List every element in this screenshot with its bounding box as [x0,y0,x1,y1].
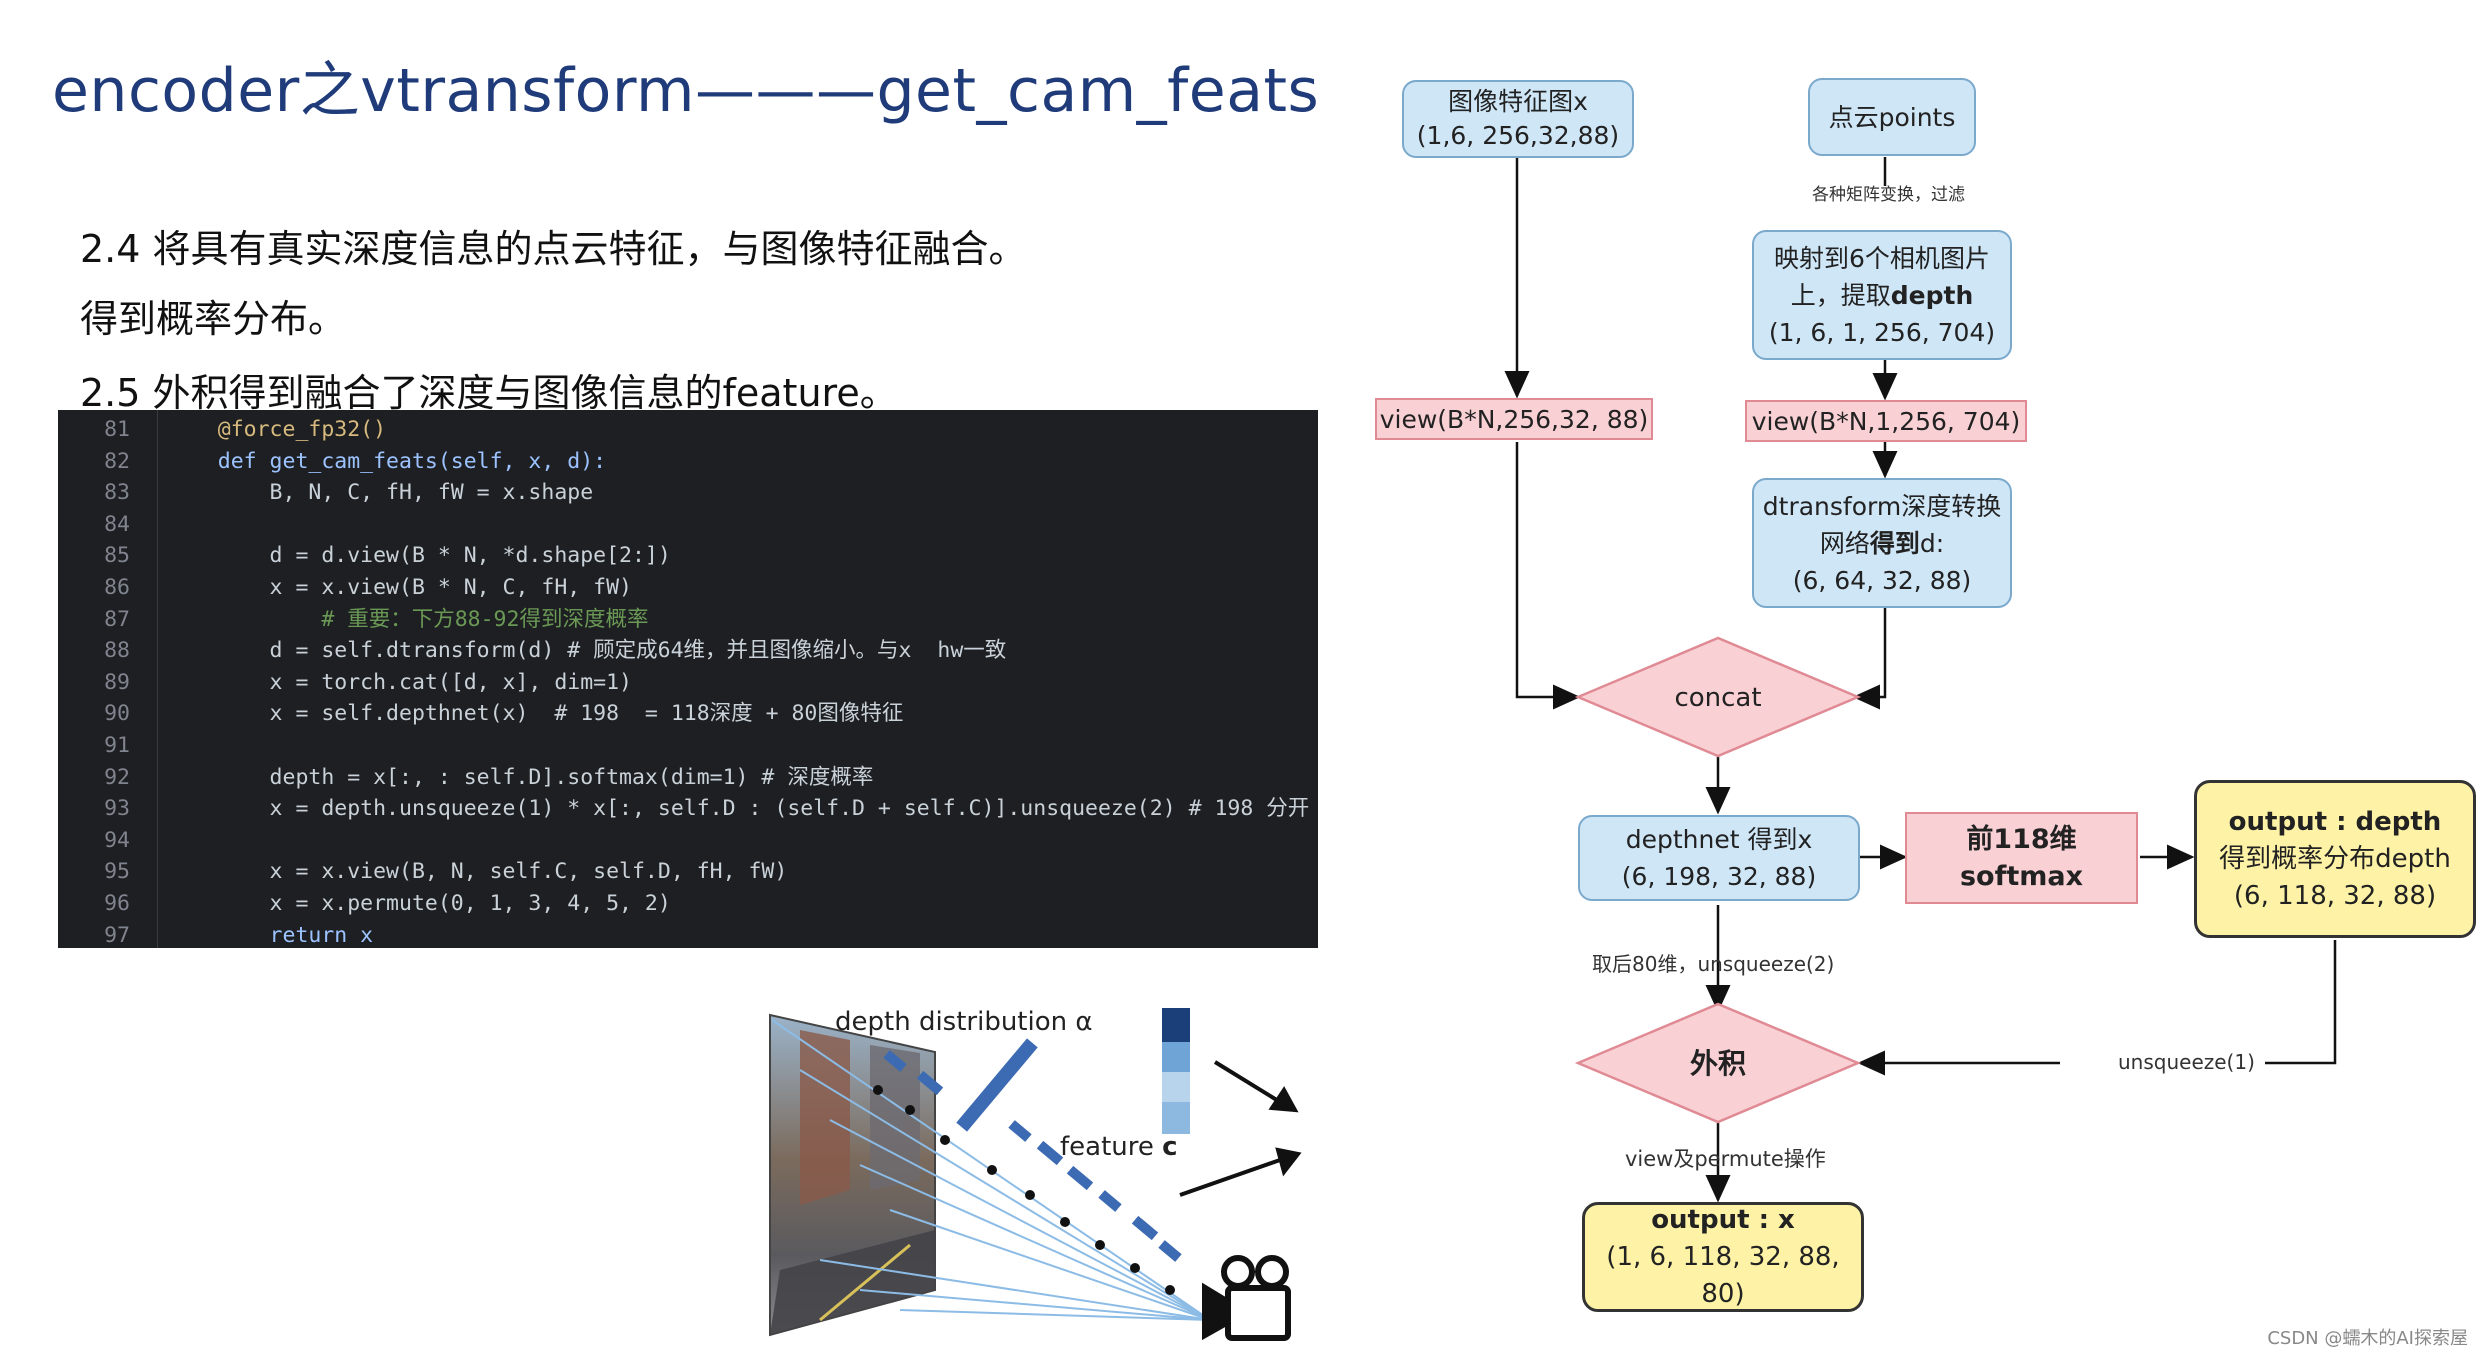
note-transform: 各种矩阵变换，过滤 [1812,185,1965,205]
line-number: 97 [104,922,130,948]
code-text: d = d.view(B * N, *d.shape[2:]) [166,543,671,569]
line-number: 86 [104,575,130,600]
code-line: 85 d = d.view(B * N, *d.shape[2:]) [58,540,1318,572]
line-number: 95 [104,859,130,885]
line-number: 88 [104,638,130,664]
code-line: 86 x = x.view(B * N, C, fH, fW) [58,572,1318,604]
concat-label: concat [1674,682,1762,713]
code-line: 83 B, N, C, fH, fW = x.shape [58,477,1318,509]
code-gutter [58,410,158,948]
code-line: 95 x = x.view(B, N, self.C, self.D, fH, … [58,856,1318,888]
page-title: encoder之vtransform———get_cam_feats [52,56,1320,126]
line-number: 83 [104,480,130,506]
node-view-left: view(B*N,256,32, 88) [1375,398,1653,440]
code-line: 89 x = torch.cat([d, x], dim=1) [58,667,1318,699]
bullet-2-4: 2.4 将具有真实深度信息的点云特征，与图像特征融合。 [80,227,1027,271]
code-line: 81 @force_fp32() [58,414,1318,446]
depth-distribution-label: depth distribution α [835,1007,1093,1037]
node-depthnet: depthnet 得到x (6, 198, 32, 88) [1578,815,1860,901]
note-take80: 取后80维，unsqueeze(2) [1592,952,1835,976]
code-line: 84 [58,509,1318,541]
line-number: 93 [104,796,130,822]
code-line: 92 depth = x[:, : self.D].softmax(dim=1)… [58,762,1318,794]
code-line: 87 # 重要：下方88-92得到深度概率 [58,604,1318,636]
line-number: 91 [104,733,130,758]
node-image-feature: 图像特征图x (1,6, 256,32,88) [1402,80,1634,158]
line-number: 96 [104,891,130,916]
feature-cell-3 [1162,1072,1190,1102]
code-line: 91 [58,730,1318,762]
feature-cell-1 [1162,1008,1190,1042]
line-number: 82 [104,448,130,474]
outer-product-diamond [1574,1002,1862,1124]
node-output-x: output : x (1, 6, 118, 32, 88, 80) [1582,1202,1864,1312]
code-text: @force_fp32() [166,417,387,442]
node-project-depth: 映射到6个相机图片 上，提取depth (1, 6, 1, 256, 704) [1752,230,2012,360]
code-text: return x [166,922,374,948]
bullet-probability: 得到概率分布。 [80,297,347,341]
code-text: x = x.view(B, N, self.C, self.D, fH, fW) [166,859,788,885]
depth-distribution-illustration: depth distribution α feature c [769,1007,1302,1341]
node-dtransform: dtransform深度转换 网络得到d: (6, 64, 32, 88) [1752,478,2012,608]
code-line: 93 x = depth.unsqueeze(1) * x[:, self.D … [58,793,1318,825]
code-line: 88 d = self.dtransform(d) # 顾定成64维，并且图像缩… [58,635,1318,667]
feature-cell-4 [1162,1102,1190,1134]
node-view-right: view(B*N,1,256, 704) [1745,400,2027,442]
code-text: x = self.depthnet(x) # 198 = 118深度 + 80图… [166,701,904,727]
node-output-depth: output : depth 得到概率分布depth (6, 118, 32, … [2194,780,2476,938]
code-line: 94 [58,825,1318,857]
code-text: d = self.dtransform(d) # 顾定成64维，并且图像缩小。与… [166,638,1007,664]
code-line: 82 def get_cam_feats(self, x, d): [58,446,1318,478]
note-view-permute: view及permute操作 [1625,1147,1826,1171]
line-number: 94 [104,827,130,853]
flowchart: 图像特征图x (1,6, 256,32,88) 点云points 各种矩阵变换，… [1360,60,2488,1362]
line-number: 81 [104,417,130,442]
code-text: x = x.view(B * N, C, fH, fW) [166,575,632,600]
watermark: CSDN @蠕木的AI探索屋 [2267,1328,2468,1349]
code-text: B, N, C, fH, fW = x.shape [166,480,594,506]
code-text: depth = x[:, : self.D].softmax(dim=1) # … [166,764,874,790]
feature-label: feature c [1060,1132,1178,1162]
code-text: x = depth.unsqueeze(1) * x[:, self.D : (… [166,796,1310,822]
code-line: 96 x = x.permute(0, 1, 3, 4, 5, 2) [58,888,1318,920]
code-line: 90 x = self.depthnet(x) # 198 = 118深度 + … [58,698,1318,730]
bullet-2-5: 2.5 外积得到融合了深度与图像信息的feature。 [80,371,898,415]
outer-product-label: 外积 [1689,1046,1746,1080]
code-line: 97 return x [58,920,1318,948]
line-number: 89 [104,669,130,695]
code-text: x = x.permute(0, 1, 3, 4, 5, 2) [166,891,671,916]
note-unsqueeze1: unsqueeze(1) [2118,1050,2255,1074]
flow-connectors [1504,155,2337,1203]
feature-cell-2 [1162,1042,1190,1072]
node-point-cloud: 点云points [1808,78,1976,156]
code-block: 81 @force_fp32()82 def get_cam_feats(sel… [58,410,1318,948]
concat-diamond [1574,636,1862,758]
line-number: 92 [104,764,130,790]
line-number: 84 [104,511,130,537]
code-text: x = torch.cat([d, x], dim=1) [166,669,632,695]
code-text: def get_cam_feats(self, x, d): [166,448,607,474]
line-number: 87 [104,606,130,632]
camera-icon [1202,1255,1291,1341]
node-softmax: 前118维softmax [1905,812,2138,904]
code-text: # 重要：下方88-92得到深度概率 [166,606,649,632]
line-number: 90 [104,701,130,727]
line-number: 85 [104,543,130,569]
